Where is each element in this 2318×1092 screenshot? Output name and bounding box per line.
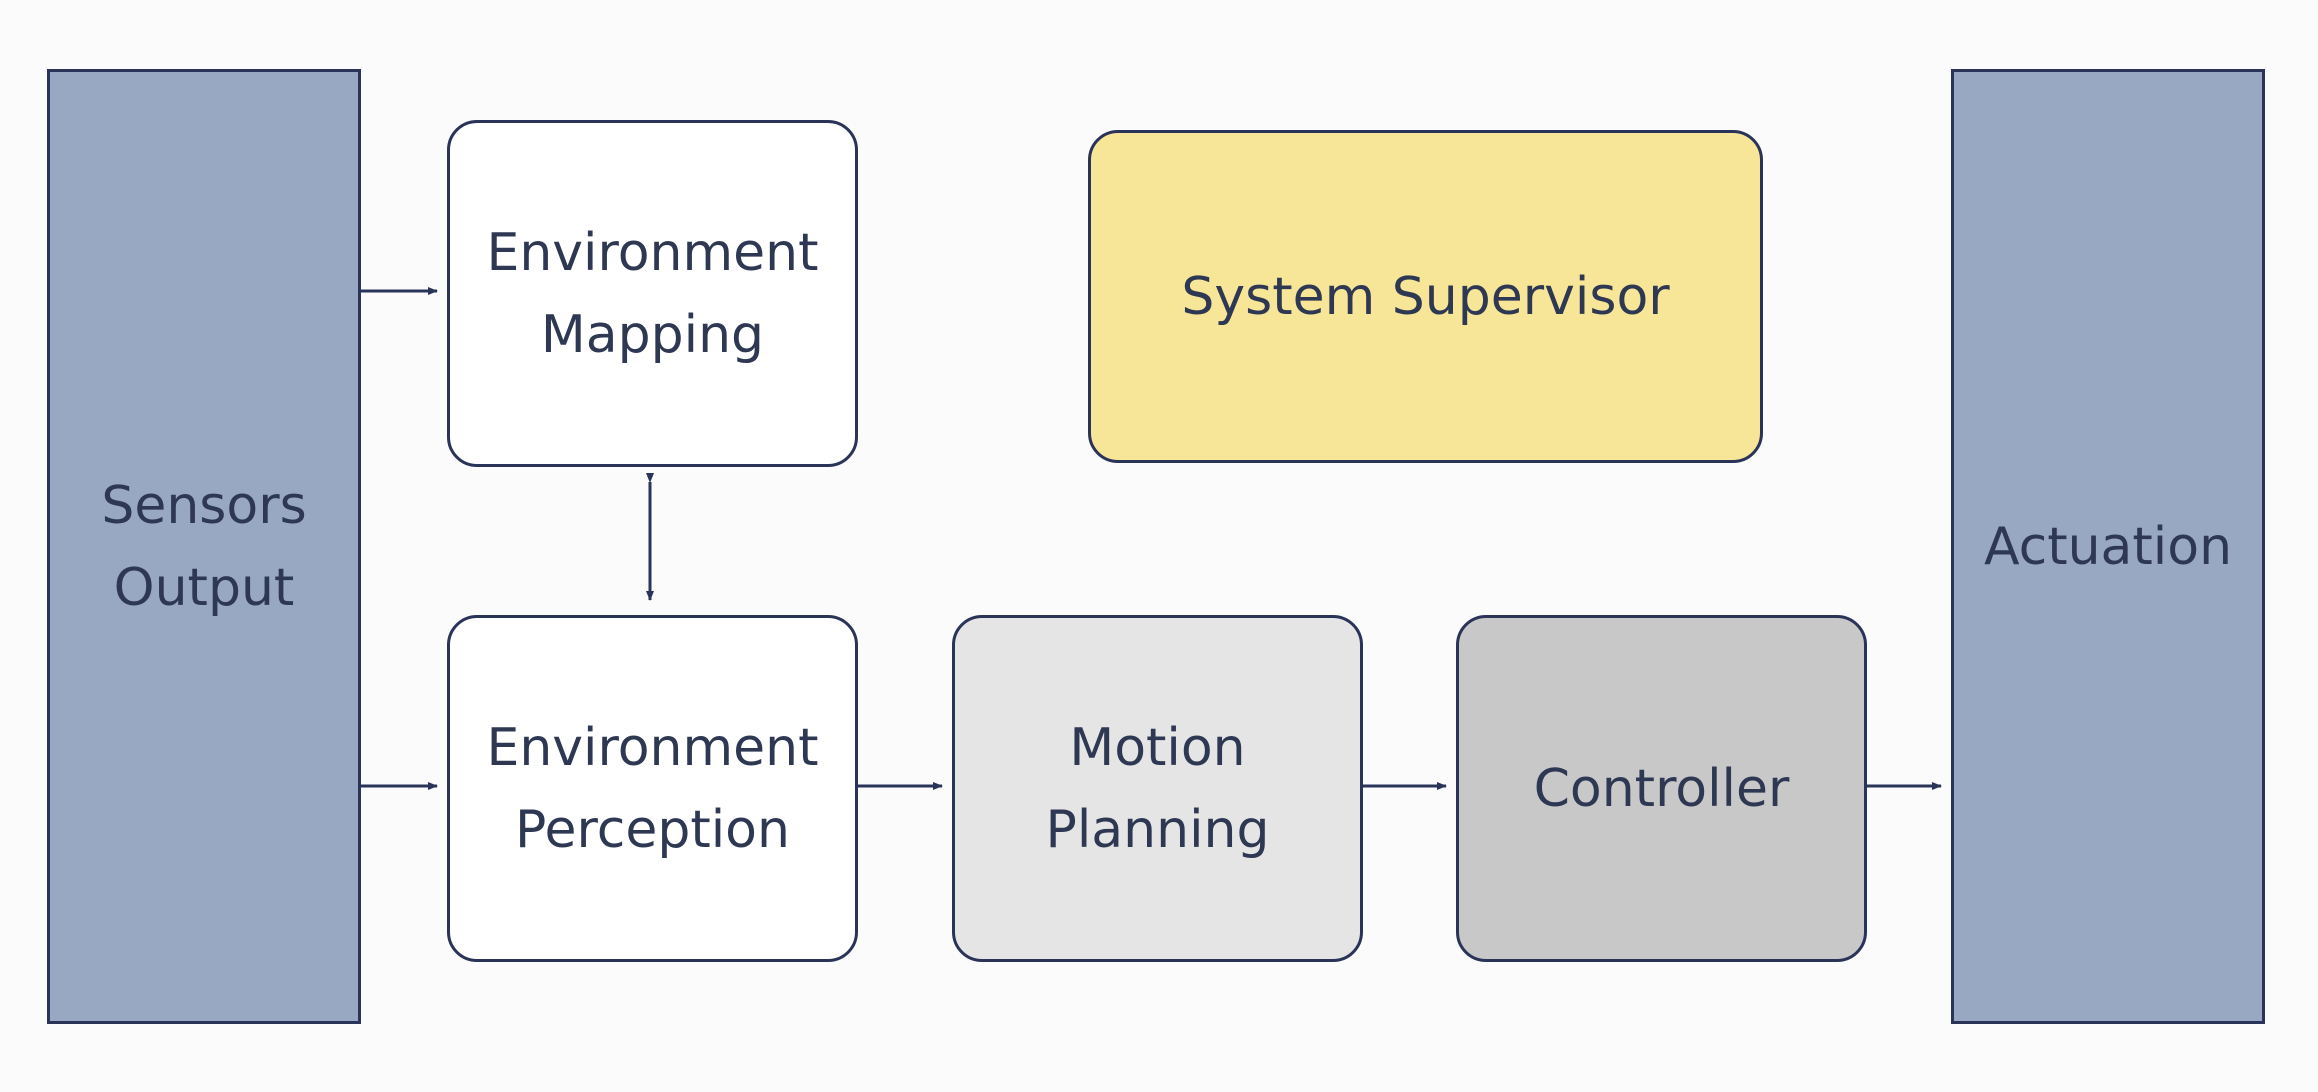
environment-perception-block: Environment Perception bbox=[447, 615, 858, 962]
sensors-output-label: Sensors Output bbox=[101, 475, 307, 618]
actuation-label: Actuation bbox=[1983, 516, 2233, 577]
motion-planning-label: Motion Planning bbox=[1045, 717, 1270, 860]
environment-mapping-label: Environment Mapping bbox=[486, 222, 819, 365]
controller-block: Controller bbox=[1456, 615, 1867, 962]
motion-planning-block: Motion Planning bbox=[952, 615, 1363, 962]
controller-label: Controller bbox=[1533, 758, 1790, 819]
actuation-block: Actuation bbox=[1951, 69, 2265, 1024]
system-supervisor-block: System Supervisor bbox=[1088, 130, 1763, 463]
environment-perception-label: Environment Perception bbox=[486, 717, 819, 860]
system-supervisor-label: System Supervisor bbox=[1181, 266, 1670, 327]
sensors-output-block: Sensors Output bbox=[47, 69, 361, 1024]
environment-mapping-block: Environment Mapping bbox=[447, 120, 858, 467]
